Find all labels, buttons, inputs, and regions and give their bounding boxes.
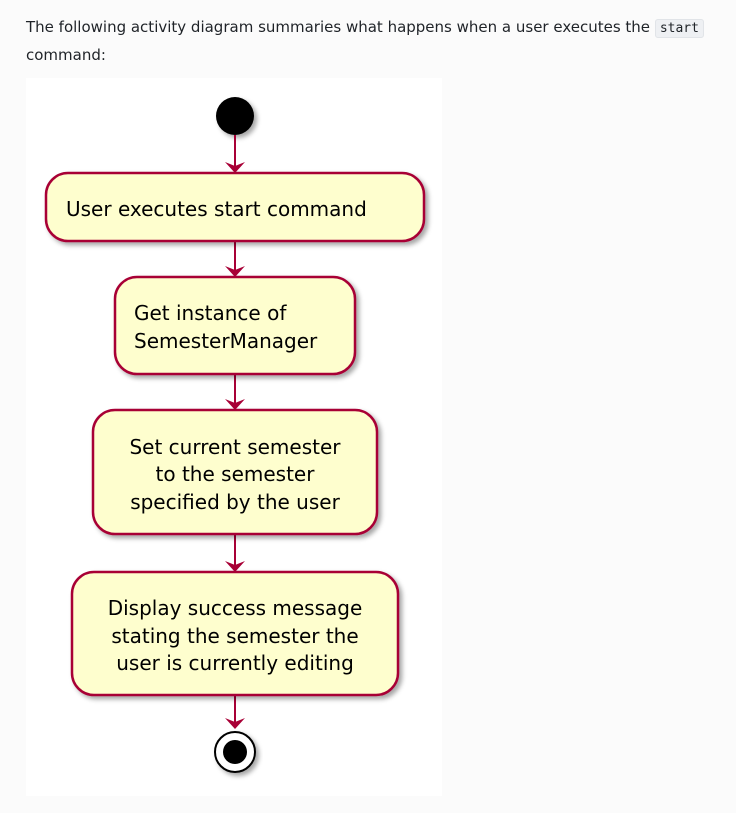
node-4-line-1: Display success message xyxy=(108,596,363,620)
node-get-instance xyxy=(113,275,357,376)
arrowheads xyxy=(225,162,245,729)
node-2-line-1: Get instance of xyxy=(134,301,287,325)
node-display-success xyxy=(70,570,400,697)
node-user-executes-start xyxy=(44,171,426,243)
activity-diagram: User executes start command Get instance… xyxy=(26,78,442,796)
node-4-line-2: stating the semester the xyxy=(111,624,358,648)
node-set-current-semester xyxy=(91,408,379,536)
arrowhead-4 xyxy=(225,561,245,572)
node-3-line-2: to the semester xyxy=(156,462,316,486)
arrowhead-5 xyxy=(225,718,245,729)
arrowhead-1 xyxy=(225,162,245,173)
node-3-line-3: specified by the user xyxy=(130,490,340,514)
end-node xyxy=(214,731,256,773)
node-2-line-2: SemesterManager xyxy=(134,329,318,353)
intro-text: The following activity diagram summaries… xyxy=(26,18,651,36)
intro-paragraph: The following activity diagram summaries… xyxy=(26,14,726,68)
node-1-line-1: User executes start command xyxy=(66,197,367,221)
intro-text-continued: command: xyxy=(26,46,106,64)
arrowhead-3 xyxy=(225,399,245,410)
arrowhead-2 xyxy=(225,266,245,277)
node-3-line-1: Set current semester xyxy=(129,435,341,459)
node-4-line-3: user is currently editing xyxy=(116,651,354,675)
start-node xyxy=(216,97,254,135)
inline-code-start: start xyxy=(654,19,704,38)
activity-diagram-svg: User executes start command Get instance… xyxy=(44,97,426,773)
